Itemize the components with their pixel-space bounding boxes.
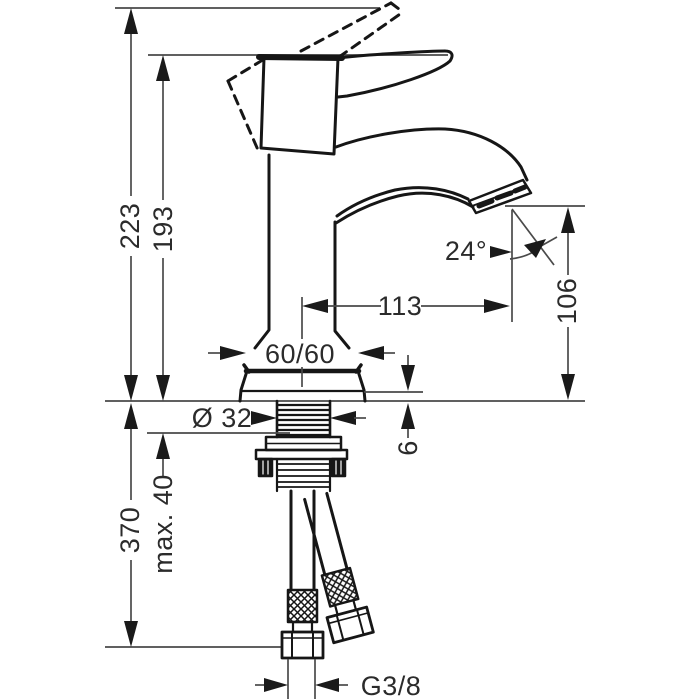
- lever-arm: [336, 49, 454, 99]
- reference-lines: [105, 7, 585, 648]
- dim-angle-24: 24°: [445, 208, 558, 266]
- supply-hose-straight: [280, 489, 325, 660]
- dim-dia32-label: Ø 32: [192, 403, 253, 433]
- spout-under-outer: [334, 191, 475, 225]
- dim-max40-label: max. 40: [148, 474, 178, 574]
- dim-baseplate-6060: 60/60: [208, 339, 395, 369]
- hose-neck: [291, 620, 314, 634]
- arrow-left: [302, 299, 328, 313]
- arrow-down: [561, 374, 575, 400]
- arrow-right: [220, 346, 246, 360]
- body-right-edge: [333, 220, 351, 350]
- dim-106-label: 106: [552, 278, 582, 325]
- mounting-tab-right: [330, 457, 347, 478]
- hose-nut: [325, 605, 375, 645]
- dim-g38-label: G3/8: [361, 671, 422, 700]
- arrow-up: [401, 403, 415, 429]
- arrow-right: [251, 411, 277, 425]
- arrow-right: [484, 299, 510, 313]
- dim-6060-label: 60/60: [265, 339, 335, 369]
- dim-hose-370: 370: [115, 403, 145, 647]
- arrow-down: [124, 375, 138, 401]
- body-left-edge: [253, 153, 271, 350]
- faucet-outline: [226, 1, 533, 660]
- threaded-shank: [275, 399, 332, 439]
- lever-raised-dashed: [226, 1, 405, 152]
- dim-24deg-label: 24°: [445, 236, 487, 266]
- arrow-up: [561, 207, 575, 233]
- dim-max-40: max. 40: [147, 432, 290, 574]
- dim-height-223: 223: [115, 8, 145, 401]
- dim-reach-113: 113: [301, 210, 513, 387]
- arrow-down: [156, 375, 170, 401]
- mounting-tab-left: [257, 457, 274, 478]
- dim-113-label: 113: [378, 291, 423, 321]
- hose-nut: [280, 630, 325, 660]
- handle-top-cap: [256, 54, 345, 61]
- arrow-left: [330, 411, 356, 425]
- dim-6-label: 6: [393, 440, 423, 456]
- arrow-down: [124, 621, 138, 647]
- arrow-right: [264, 678, 288, 692]
- arrow-right: [490, 246, 512, 258]
- dim-plate-height-6: 6: [364, 355, 423, 456]
- arrow-up: [124, 8, 138, 34]
- aerator: [467, 178, 533, 215]
- spout-under-inner: [335, 186, 470, 218]
- arrow-up: [156, 55, 170, 81]
- mounting-washer: [254, 448, 349, 461]
- dim-193-label: 193: [148, 206, 178, 253]
- arrow-up: [124, 403, 138, 429]
- handle-block: [259, 56, 340, 156]
- mounting-hardware: [254, 435, 349, 493]
- supply-hose-angled: [303, 491, 375, 645]
- dim-outlet-106: 106: [505, 205, 585, 400]
- dim-370-label: 370: [115, 507, 145, 554]
- dimensions: 223 193 370 max. 40 Ø 32: [115, 8, 585, 700]
- dim-thread-g38: G3/8: [255, 659, 421, 700]
- dim-diameter-32: Ø 32: [192, 403, 366, 433]
- arrow-left: [315, 678, 339, 692]
- arrow-left: [358, 346, 384, 360]
- hose-braid: [286, 588, 319, 624]
- dim-height-193: 193: [148, 55, 178, 401]
- stream-direction-line: [511, 208, 555, 266]
- arrow-up: [156, 433, 170, 459]
- arrow-down: [401, 365, 415, 391]
- dim-223-label: 223: [115, 203, 145, 250]
- arrow-arc-head: [524, 239, 546, 258]
- spout-top-edge: [334, 127, 529, 182]
